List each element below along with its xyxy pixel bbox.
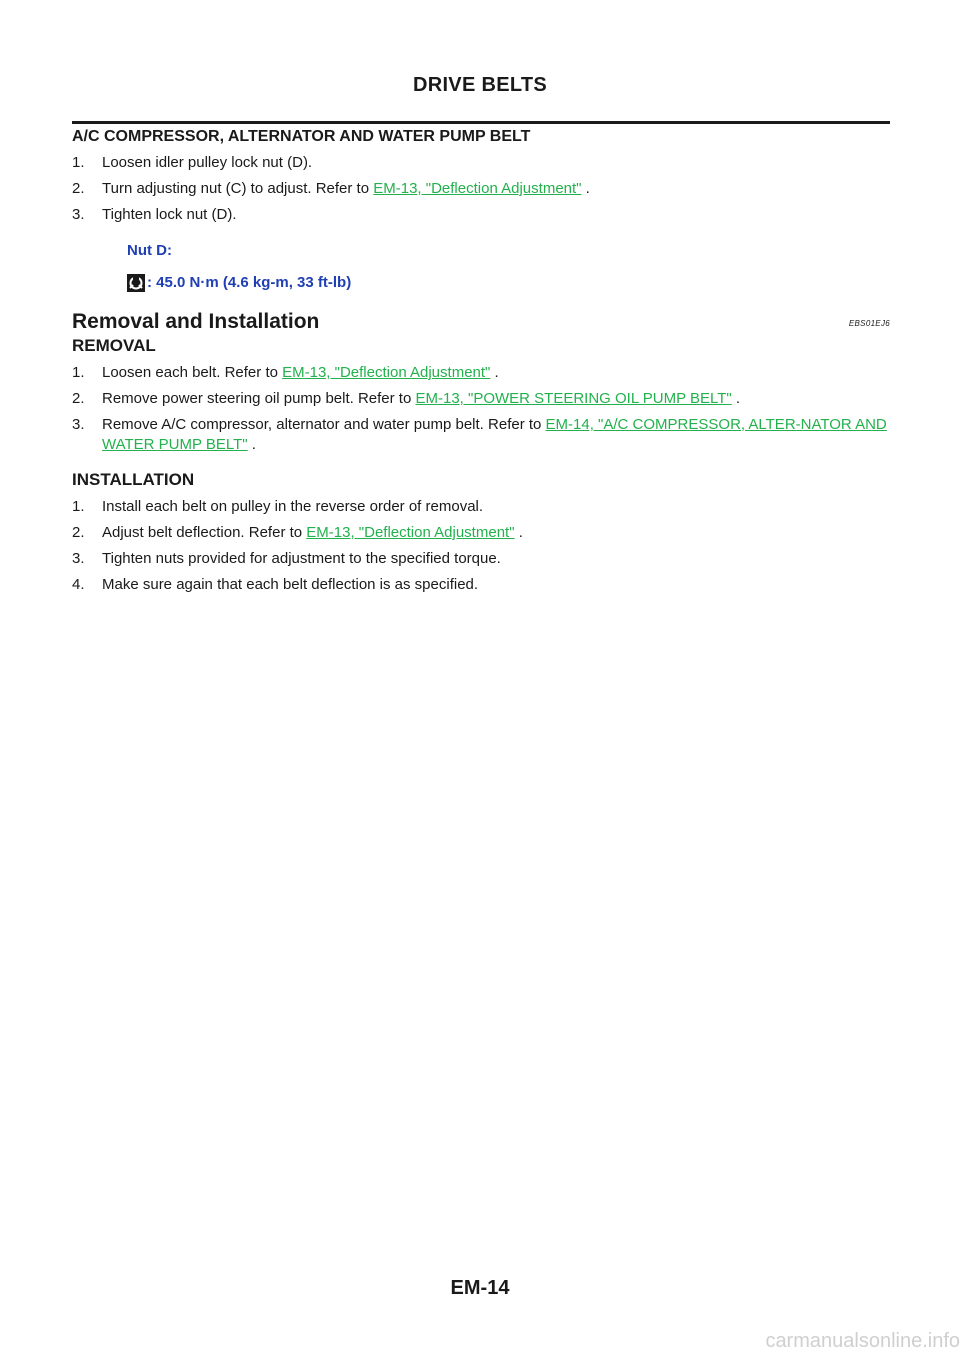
step-number: 2. xyxy=(72,390,85,407)
step-text-after: . xyxy=(731,390,741,407)
header-rule xyxy=(72,121,890,124)
installation-heading: INSTALLATION xyxy=(72,470,195,489)
section-code: EBS01EJ6 xyxy=(848,319,890,328)
step-number: 3. xyxy=(72,206,85,223)
section-title: Removal and Installation xyxy=(72,310,320,333)
page-header-title: DRIVE BELTS xyxy=(412,74,548,96)
step-number: 3. xyxy=(72,550,85,567)
removal-steps: 1. Loosen each belt. Refer to EM-13, "De… xyxy=(72,363,890,455)
step-text-after: . xyxy=(514,524,523,541)
step-text: Make sure again that each belt deflectio… xyxy=(102,576,479,593)
reference-link[interactable]: EM-13, "Deflection Adjustment" xyxy=(282,364,491,381)
step-text: Tighten lock nut (D). xyxy=(102,206,237,223)
list-item: 1. Loosen idler pulley lock nut (D). xyxy=(72,153,890,173)
reference-link[interactable]: EM-13, "Deflection Adjustment" xyxy=(306,524,515,541)
section-title-row: Removal and Installation EBS01EJ6 xyxy=(72,309,890,335)
list-item: 2. Adjust belt deflection. Refer to EM-1… xyxy=(72,523,890,543)
step-text: Loosen each belt. Refer to xyxy=(102,364,283,381)
list-item: 3. Tighten lock nut (D). xyxy=(72,205,890,225)
step-number: 1. xyxy=(72,154,85,171)
removal-heading: REMOVAL xyxy=(72,336,156,355)
step-text: Tighten nuts provided for adjustment to … xyxy=(102,550,501,567)
list-item: 3. Tighten nuts provided for adjustment … xyxy=(72,549,890,569)
torque-spec: Nut D: : 45.0 N·m (4.6 kg-m, 33 ft-lb) xyxy=(127,241,890,293)
step-text: Remove A/C compressor, alternator and wa… xyxy=(102,416,546,433)
step-number: 3. xyxy=(72,416,85,433)
belt-adjust-steps: 1. Loosen idler pulley lock nut (D). 2. … xyxy=(72,153,890,225)
step-text: Remove power steering oil pump belt. Ref… xyxy=(102,390,416,407)
installation-steps: 1. Install each belt on pulley in the re… xyxy=(72,497,890,595)
step-text: Install each belt on pulley in the rever… xyxy=(102,498,484,515)
list-item: 4. Make sure again that each belt deflec… xyxy=(72,575,890,595)
step-number: 2. xyxy=(72,524,85,541)
spec-value: : 45.0 N·m (4.6 kg-m, 33 ft-lb) xyxy=(147,274,352,291)
step-number: 4. xyxy=(72,576,85,593)
step-text-after: . xyxy=(490,364,499,381)
list-item: 1. Loosen each belt. Refer to EM-13, "De… xyxy=(72,363,890,383)
torque-wrench-icon xyxy=(127,274,145,292)
list-item: 2. Turn adjusting nut (C) to adjust. Ref… xyxy=(72,179,890,199)
step-text-after: . xyxy=(581,180,590,197)
step-text-after: . xyxy=(247,436,256,453)
reference-link[interactable]: EM-13, "Deflection Adjustment" xyxy=(373,180,582,197)
belt-section-heading: A/C COMPRESSOR, ALTERNATOR AND WATER PUM… xyxy=(72,128,531,145)
spec-row: : 45.0 N·m (4.6 kg-m, 33 ft-lb) xyxy=(127,273,890,293)
spec-label: Nut D: xyxy=(127,242,172,259)
list-item: 3. Remove A/C compressor, alternator and… xyxy=(72,415,890,455)
step-number: 1. xyxy=(72,498,85,515)
list-item: 2. Remove power steering oil pump belt. … xyxy=(72,389,890,409)
document-body: A/C COMPRESSOR, ALTERNATOR AND WATER PUM… xyxy=(72,127,890,595)
list-item: 1. Install each belt on pulley in the re… xyxy=(72,497,890,517)
step-text: Adjust belt deflection. Refer to xyxy=(102,524,307,541)
reference-link[interactable]: EM-14, "A/C COMPRESSOR, ALTER-NATOR AND … xyxy=(102,416,887,453)
step-number: 2. xyxy=(72,180,85,197)
reference-link[interactable]: EM-13, "POWER STEERING OIL PUMP BELT" xyxy=(415,390,732,407)
step-number: 1. xyxy=(72,364,85,381)
step-text: Loosen idler pulley lock nut (D). xyxy=(102,154,313,171)
step-text: Turn adjusting nut (C) to adjust. Refer … xyxy=(102,180,374,197)
watermark: carmanualsonline.info xyxy=(765,1330,960,1352)
page-number: EM-14 xyxy=(450,1277,510,1299)
